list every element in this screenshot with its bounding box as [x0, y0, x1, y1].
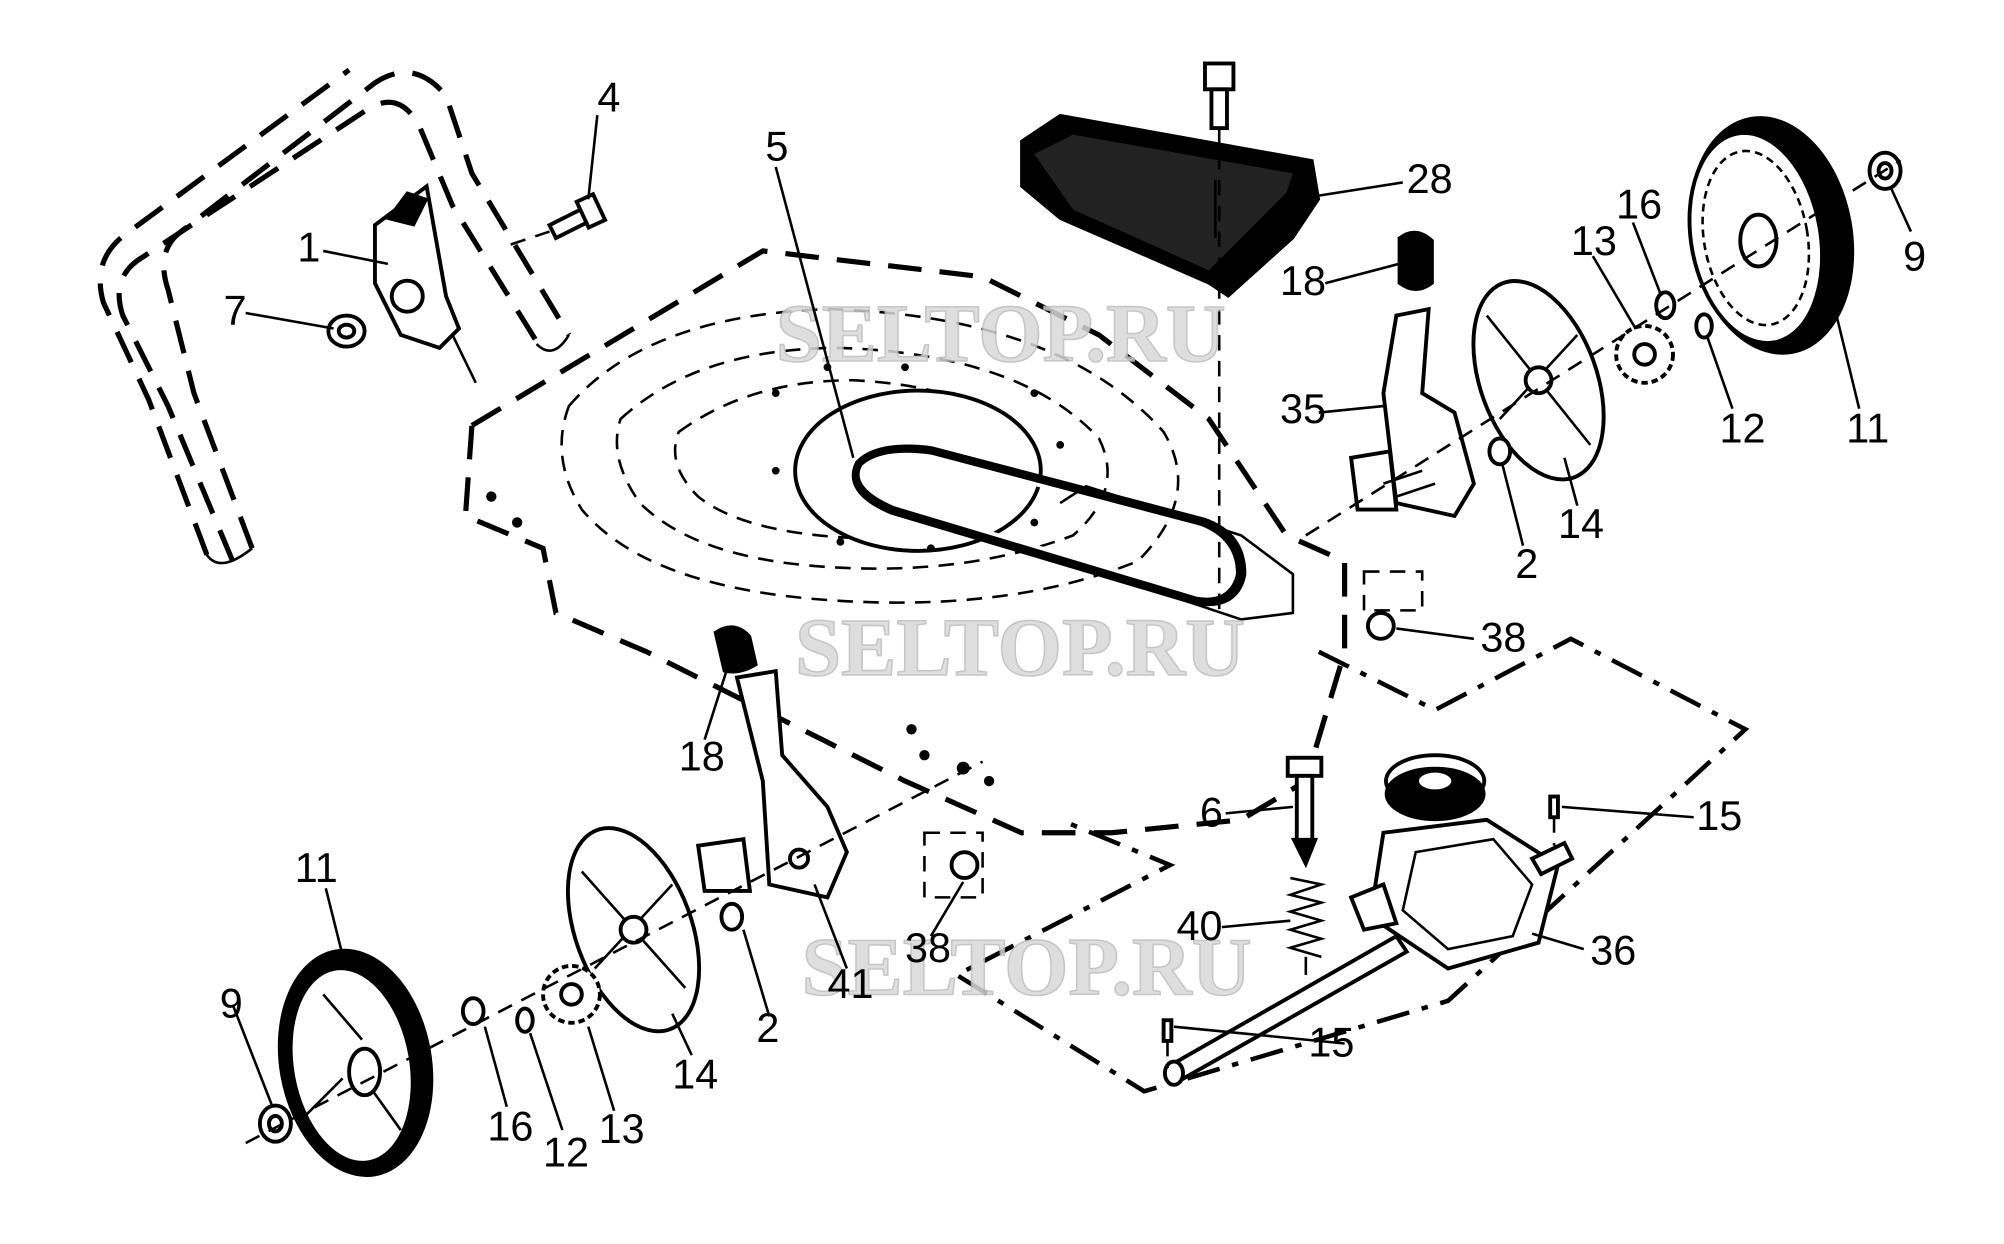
callout-2-right: 2 — [1515, 541, 1538, 587]
roll-pins — [1161, 794, 1560, 1069]
spacer-left — [923, 831, 984, 899]
callout-11-right: 11 — [1846, 405, 1889, 451]
height-lever-left — [695, 668, 849, 900]
height-lever-right — [1348, 306, 1476, 519]
wheel-nut-left — [257, 1103, 293, 1144]
lever-grip-left — [713, 625, 758, 674]
washers — [460, 290, 1714, 1034]
watermark-middle: SELTOP.RU — [795, 601, 1245, 693]
spacer-right — [1362, 570, 1424, 641]
callout-15-left: 15 — [1308, 1019, 1354, 1065]
callout-1: 1 — [297, 224, 320, 270]
drive-gear-left — [541, 963, 602, 1025]
callout-41: 41 — [827, 961, 873, 1007]
callout-9-left: 9 — [220, 981, 243, 1027]
callout-38-right: 38 — [1480, 615, 1526, 661]
compression-spring — [1285, 876, 1327, 975]
callout-12-right: 12 — [1720, 405, 1766, 451]
drive-gear-right — [1614, 323, 1675, 385]
lever-grip-right — [1397, 230, 1434, 292]
callout-38-left: 38 — [905, 925, 951, 971]
rear-cover — [1020, 113, 1321, 298]
drive-axle — [1162, 840, 1575, 1087]
callout-16-left: 16 — [487, 1103, 533, 1149]
callout-18-left: 18 — [679, 734, 725, 780]
callout-4: 4 — [597, 74, 620, 120]
callout-13-left: 13 — [599, 1106, 645, 1152]
callout-35: 35 — [1280, 386, 1326, 432]
watermark-bottom: SELTOP.RU — [802, 920, 1252, 1012]
wheel-cover-left — [565, 826, 702, 1034]
handle-outline — [97, 67, 572, 565]
cover-bolt — [1203, 61, 1236, 620]
callout-14-right: 14 — [1558, 501, 1604, 547]
wheel-right — [1687, 116, 1855, 355]
callout-14-left: 14 — [672, 1052, 718, 1098]
wheel-cover-right — [1471, 279, 1606, 482]
height-adjust-bracket — [373, 182, 477, 384]
callout-13-right: 13 — [1571, 218, 1617, 264]
callout-40: 40 — [1177, 903, 1223, 949]
callout-12-left: 12 — [543, 1129, 589, 1175]
callout-7: 7 — [224, 288, 247, 334]
axle-centerlines — [245, 159, 1902, 1145]
callout-15-right: 15 — [1696, 793, 1742, 839]
callout-2-left: 2 — [756, 1005, 779, 1051]
wheel-left — [277, 948, 434, 1177]
drive-assembly-outline — [952, 636, 1750, 1094]
spring-pin — [1285, 755, 1324, 869]
callout-18-right: 18 — [1280, 258, 1326, 304]
handle-bolt — [510, 191, 608, 246]
leader-lines — [231, 115, 1913, 1131]
callout-28: 28 — [1407, 156, 1453, 202]
callout-5: 5 — [765, 123, 788, 169]
callout-9-right: 9 — [1903, 233, 1926, 279]
mower-deck — [462, 248, 1348, 836]
transmission — [1348, 753, 1561, 971]
callout-11-left: 11 — [295, 845, 338, 891]
callout-labels: 1 4 7 5 28 18 35 16 13 9 12 11 14 2 38 1… — [220, 74, 1926, 1175]
callout-16-right: 16 — [1616, 182, 1662, 228]
callout-36: 36 — [1590, 928, 1636, 974]
lock-nut-left — [326, 313, 367, 349]
watermark-top: SELTOP.RU — [776, 287, 1226, 379]
callout-6: 6 — [1200, 789, 1223, 835]
